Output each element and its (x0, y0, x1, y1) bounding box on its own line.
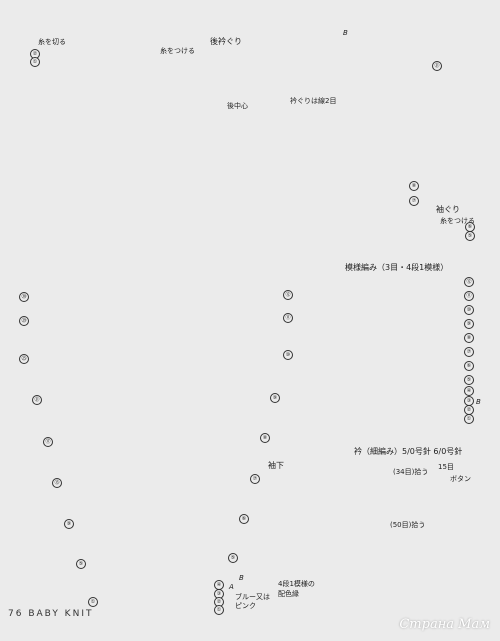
back-center-label: 後中心 (227, 102, 248, 110)
row-marker: ⑤ (464, 375, 474, 385)
row-marker: ① (30, 57, 40, 67)
row-marker: ⑨ (270, 393, 280, 403)
stripe-note-2: 配色縁 (278, 590, 299, 598)
row-marker: ① (464, 414, 474, 424)
row-marker: ㉙ (19, 316, 29, 326)
collar-note-label: 衿ぐりは線2目 (290, 97, 337, 105)
row-marker: ⑩ (283, 350, 293, 360)
stitch-count-15: 15目 (438, 463, 454, 471)
row-marker: ㉕ (19, 354, 29, 364)
row-marker: ⑧ (464, 333, 474, 343)
page-footer: 76 BABY KNIT (8, 609, 94, 619)
collar-title: 後衿ぐり (210, 37, 242, 46)
row-marker: ⑫ (464, 277, 474, 287)
sleeve-under-label: 袖下 (268, 461, 284, 470)
mark-b-right: B (476, 398, 481, 406)
row-marker: ④ (464, 386, 474, 396)
row-marker: ⑦ (250, 474, 260, 484)
attach-yarn-sleeve-label: 糸をつける (440, 217, 475, 225)
mark-b-top: B (343, 29, 348, 37)
row-marker: ⑥ (239, 514, 249, 524)
row-marker: ⑦ (409, 196, 419, 206)
row-marker: ⑬ (52, 478, 62, 488)
mark-a-bottom: A (229, 583, 234, 591)
stitch-count-50: (50目)拾う (390, 521, 426, 529)
button-label: ボタン (450, 475, 471, 483)
collar-piece-title: 衿（細編み）5/0号針 6/0号針 (354, 447, 463, 456)
pattern-title: 模様編み（3目・4段1模様） (345, 263, 449, 272)
row-marker: ⑪ (283, 313, 293, 323)
color-note-2: ピンク (235, 602, 256, 610)
row-marker: ⑪ (464, 291, 474, 301)
row-marker: ⑥ (464, 361, 474, 371)
stitch-count-34: (34目)拾う (393, 468, 429, 476)
row-marker: ㉑ (32, 395, 42, 405)
mark-b-bottom: B (239, 574, 244, 582)
row-marker: ⑨ (64, 519, 74, 529)
row-marker: ⑰ (43, 437, 53, 447)
sleeve-edge-title: 袖ぐり (436, 205, 460, 214)
row-marker: ⑧ (409, 181, 419, 191)
row-marker: ① (88, 597, 98, 607)
row-marker: ⑤ (228, 553, 238, 563)
yarn-cut-label: 糸を切る (38, 38, 66, 46)
row-marker: ⑨ (464, 319, 474, 329)
row-marker: ⑤ (465, 231, 475, 241)
stripe-note-1: 4段1模様の (278, 580, 315, 588)
row-marker: ① (214, 605, 224, 615)
row-marker: ⑦ (464, 347, 474, 357)
attach-yarn-label: 糸をつける (160, 47, 195, 55)
row-marker: ⑤ (76, 559, 86, 569)
row-marker: ⑩ (464, 305, 474, 315)
row-marker: ⑫ (283, 290, 293, 300)
color-note-1: ブルー又は (235, 593, 270, 601)
watermark: Страна Мам (399, 617, 490, 632)
row-marker: ⑧ (260, 433, 270, 443)
row-marker: ㉚ (19, 292, 29, 302)
row-marker: ㉑ (432, 61, 442, 71)
